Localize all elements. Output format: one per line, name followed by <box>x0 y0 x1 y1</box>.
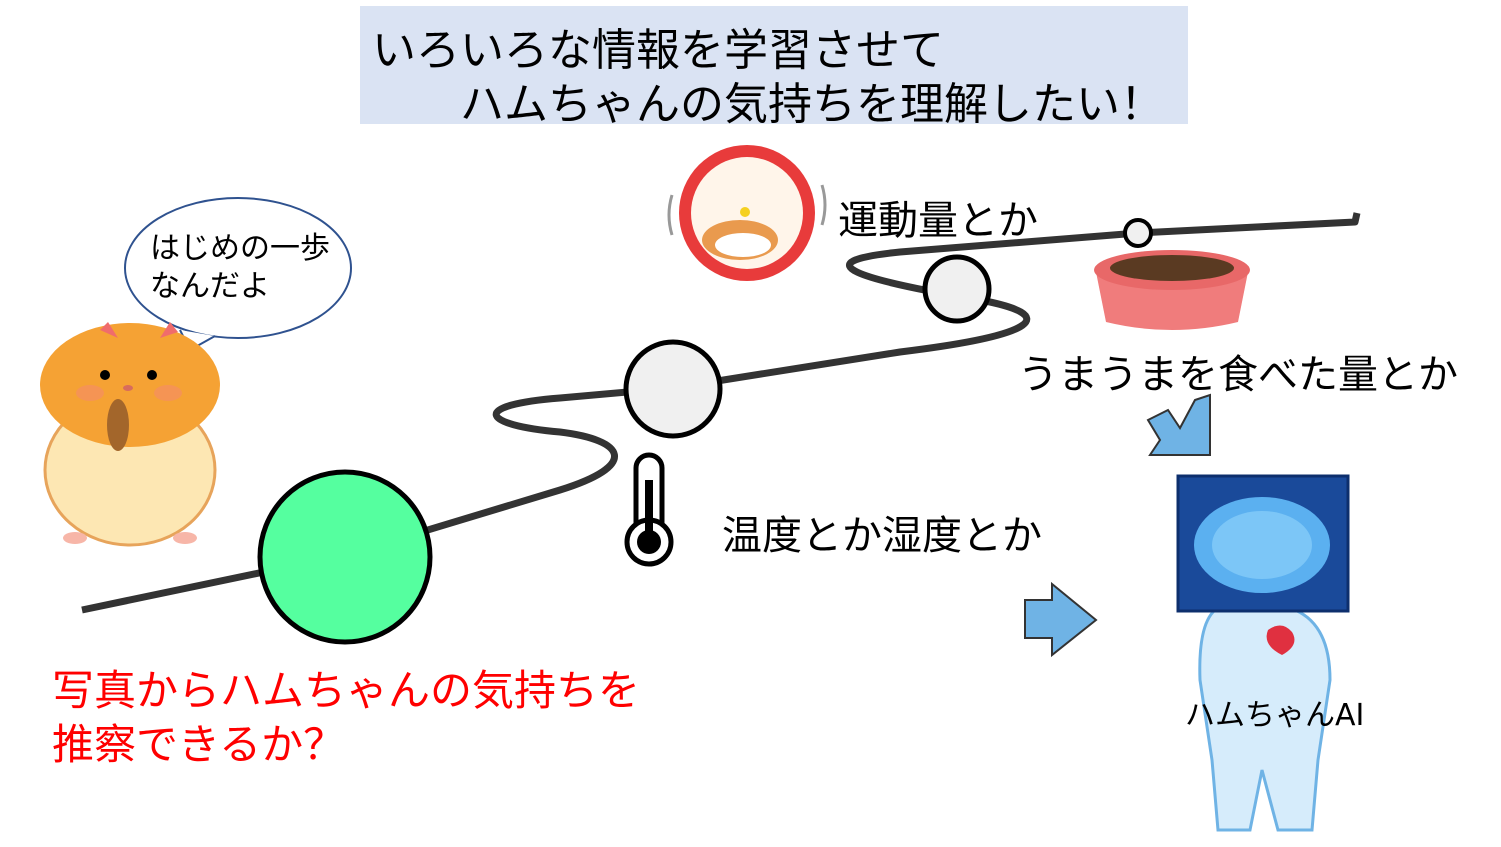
title-line-1: いろいろな情報を学習させて <box>372 25 944 76</box>
milestone-2 <box>623 339 723 439</box>
arrow-right-icon <box>1024 581 1098 658</box>
question-line-2: 推察できるか？ <box>52 720 346 769</box>
temperature-label: 温度とか湿度とか <box>722 513 1042 559</box>
hamster-wheel-icon <box>667 145 827 281</box>
exercise-label: 運動量とか <box>838 198 1038 244</box>
food-label: うまうまを食べた量とか <box>1018 352 1458 398</box>
hamster-ai-illustration <box>1176 474 1350 832</box>
progress-path <box>81 212 1361 614</box>
thermometer-icon <box>624 452 674 567</box>
milestone-4 <box>1123 218 1153 248</box>
milestone-3 <box>922 254 992 324</box>
arrow-down-left-icon <box>1146 393 1211 456</box>
question-text: 写真からハムちゃんの気持ちを 推察できるか？ <box>52 664 640 772</box>
food-bowl-icon <box>1094 250 1250 330</box>
ai-name-label: ハムちゃんAI <box>1185 698 1365 733</box>
hamster-illustration <box>40 322 220 547</box>
title-box <box>360 6 1188 124</box>
question-line-1: 写真からハムちゃんの気持ちを <box>52 666 641 715</box>
speech-bubble <box>124 197 352 352</box>
title-line-2: ハムちゃんの気持ちを理解したい！ <box>460 79 1164 130</box>
speech-line-2: なんだよ <box>150 269 270 304</box>
speech-line-1: はじめの一歩 <box>150 231 330 266</box>
speech-bubble-text: はじめの一歩 なんだよ <box>150 230 330 306</box>
start-milestone <box>257 469 433 645</box>
